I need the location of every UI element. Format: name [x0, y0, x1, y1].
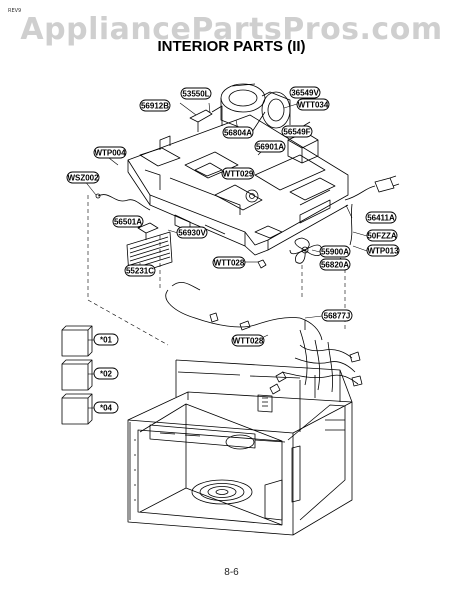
manual-pack-02	[61, 359, 93, 391]
svg-text:WSZ002: WSZ002	[67, 174, 99, 183]
svg-text:WTP013: WTP013	[367, 247, 399, 256]
svg-text:WTT028: WTT028	[233, 337, 264, 346]
label-WSZ002: WSZ002	[66, 171, 100, 184]
bracket-56912b	[189, 109, 213, 132]
fan-motor-assembly	[211, 83, 291, 133]
svg-text:50FZZA: 50FZZA	[367, 232, 397, 241]
svg-text:56912B: 56912B	[141, 102, 169, 111]
svg-text:56930V: 56930V	[178, 229, 206, 238]
svg-text:55231C: 55231C	[126, 267, 154, 276]
thermostat-bracket	[137, 222, 159, 240]
wire-harness	[165, 282, 323, 341]
label-WTT028-lower: WTT028	[231, 334, 265, 347]
label-WTT034: WTT034	[296, 98, 330, 111]
label-WTT028-upper: WTT028	[212, 256, 246, 269]
label-36549V: 36549V	[289, 86, 321, 99]
label-56501A: 56501A	[112, 215, 144, 228]
revision-code: REV9	[8, 8, 22, 14]
upper-chassis-assembly	[127, 114, 349, 256]
oven-cavity	[127, 359, 353, 536]
svg-text:WTT029: WTT029	[223, 170, 254, 179]
label-star-04: *04	[93, 401, 119, 414]
label-56912B: 56912B	[139, 99, 171, 112]
label-56901A: 56901A	[254, 140, 286, 153]
label-star-01: *01	[93, 333, 119, 346]
svg-text:56411A: 56411A	[367, 214, 395, 223]
label-WTT029: WTT029	[221, 167, 255, 180]
svg-text:56901A: 56901A	[256, 143, 284, 152]
svg-text:56549F: 56549F	[283, 128, 310, 137]
label-56804A: 56804A	[222, 126, 254, 139]
label-55231C: 55231C	[124, 264, 156, 277]
main-wire-harness	[269, 329, 363, 395]
svg-text:*04: *04	[100, 404, 113, 413]
manual-pack-01	[61, 325, 93, 357]
label-WTP004: WTP004	[93, 146, 127, 159]
svg-text:53550L: 53550L	[182, 90, 209, 99]
svg-text:36549V: 36549V	[291, 89, 319, 98]
manual-pack-04	[61, 393, 93, 425]
svg-text:56820A: 56820A	[321, 261, 349, 270]
svg-text:56501A: 56501A	[114, 218, 142, 227]
label-56549F: 56549F	[281, 125, 313, 138]
svg-text:WTT028: WTT028	[214, 259, 245, 268]
label-53550L: 53550L	[180, 87, 212, 100]
svg-text:WTT034: WTT034	[298, 101, 329, 110]
label-WTP013: WTP013	[366, 244, 400, 257]
label-56930V: 56930V	[176, 226, 208, 239]
svg-text:WTP004: WTP004	[94, 149, 126, 158]
svg-text:56877J: 56877J	[324, 312, 351, 321]
ground-wire	[95, 193, 151, 211]
svg-text:*02: *02	[100, 370, 113, 379]
svg-text:*01: *01	[100, 336, 113, 345]
label-50FZZA: 50FZZA	[366, 229, 398, 242]
fan-blade	[289, 237, 323, 264]
svg-text:56804A: 56804A	[224, 129, 252, 138]
watermark: AppliancePartsPros.com	[20, 12, 443, 47]
page-number: 8-6	[224, 567, 239, 578]
svg-text:55900A: 55900A	[321, 248, 349, 257]
power-cord	[344, 175, 400, 246]
label-star-02: *02	[93, 367, 119, 380]
screw-wtt028	[257, 259, 267, 269]
label-56411A: 56411A	[365, 211, 397, 224]
page-title: INTERIOR PARTS (II)	[157, 38, 306, 55]
label-56820A: 56820A	[319, 258, 351, 271]
label-56877J: 56877J	[321, 309, 353, 322]
label-55900A: 55900A	[319, 245, 351, 258]
